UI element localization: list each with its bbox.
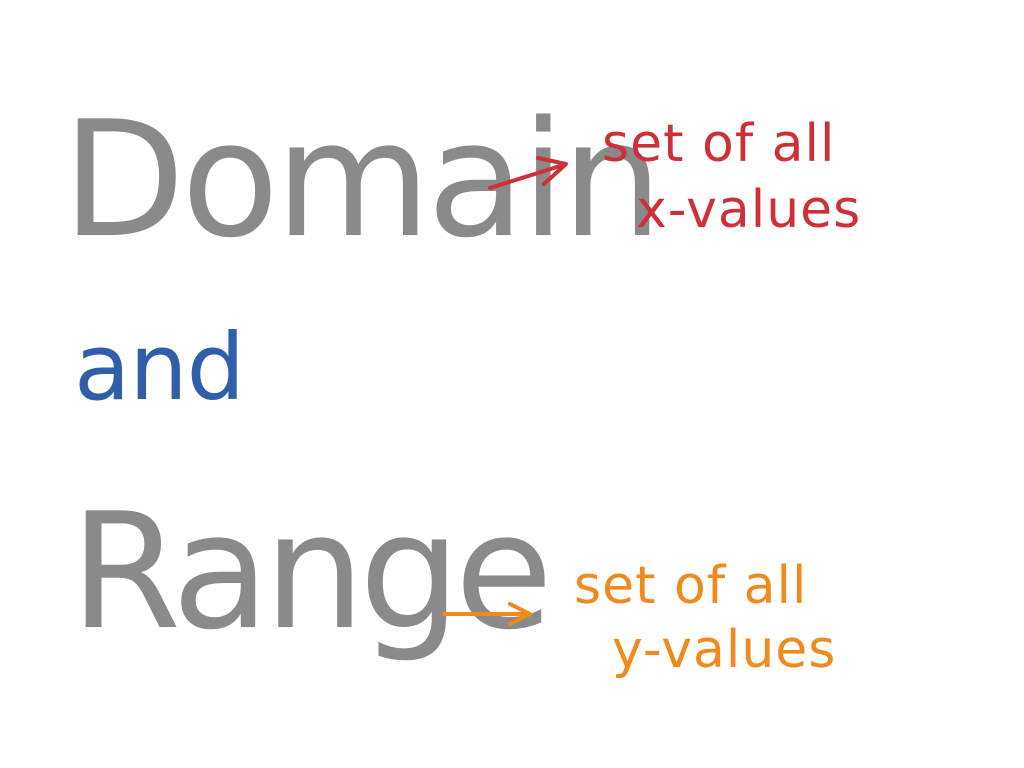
- right-arrow-icon: [488, 156, 568, 190]
- domain-word: Domain: [62, 86, 663, 273]
- domain-definition-line-2: x-values: [636, 180, 862, 240]
- domain-definition-line-1: set of all: [602, 114, 836, 174]
- range-definition-line-1: set of all: [574, 556, 808, 616]
- range-word: Range: [70, 478, 553, 665]
- range-definition-line-2: y-values: [612, 620, 837, 680]
- right-arrow-icon: [442, 602, 532, 626]
- and-word: and: [74, 314, 245, 421]
